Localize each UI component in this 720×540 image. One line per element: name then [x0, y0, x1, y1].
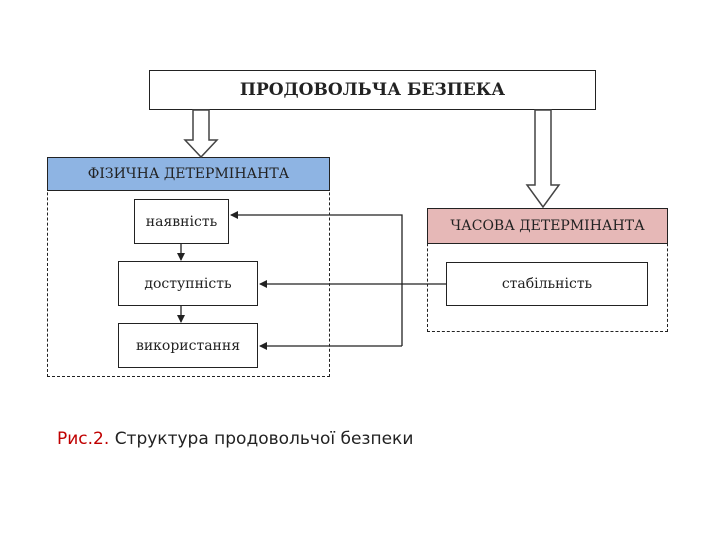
temporal-determinant-label: ЧАСОВА ДЕТЕРМІНАНТА	[450, 218, 645, 234]
block-arrow-to-temporal	[525, 109, 561, 209]
availability-label: наявність	[145, 213, 218, 230]
food-security-title: ПРОДОВОЛЬЧА БЕЗПЕКА	[239, 80, 506, 100]
access-box: доступність	[118, 261, 258, 306]
physical-determinant-label: ФІЗИЧНА ДЕТЕРМІНАНТА	[87, 166, 290, 182]
physical-determinant-header: ФІЗИЧНА ДЕТЕРМІНАНТА	[47, 157, 330, 191]
stability-box: стабільність	[446, 262, 648, 306]
caption-prefix: Рис.2.	[57, 429, 110, 449]
block-arrow-to-physical	[183, 109, 219, 159]
loop-line-to-availability	[230, 211, 403, 346]
utilization-box: використання	[118, 323, 258, 368]
utilization-label: використання	[135, 337, 241, 354]
temporal-determinant-header: ЧАСОВА ДЕТЕРМІНАНТА	[427, 208, 668, 244]
availability-box: наявність	[134, 199, 229, 244]
access-label: доступність	[144, 275, 232, 292]
food-security-title-box: ПРОДОВОЛЬЧА БЕЗПЕКА	[149, 70, 596, 110]
figure-caption: Рис.2. Структура продовольчої безпеки	[57, 429, 413, 449]
stability-label: стабільність	[501, 276, 593, 292]
caption-text: Структура продовольчої безпеки	[114, 429, 414, 449]
